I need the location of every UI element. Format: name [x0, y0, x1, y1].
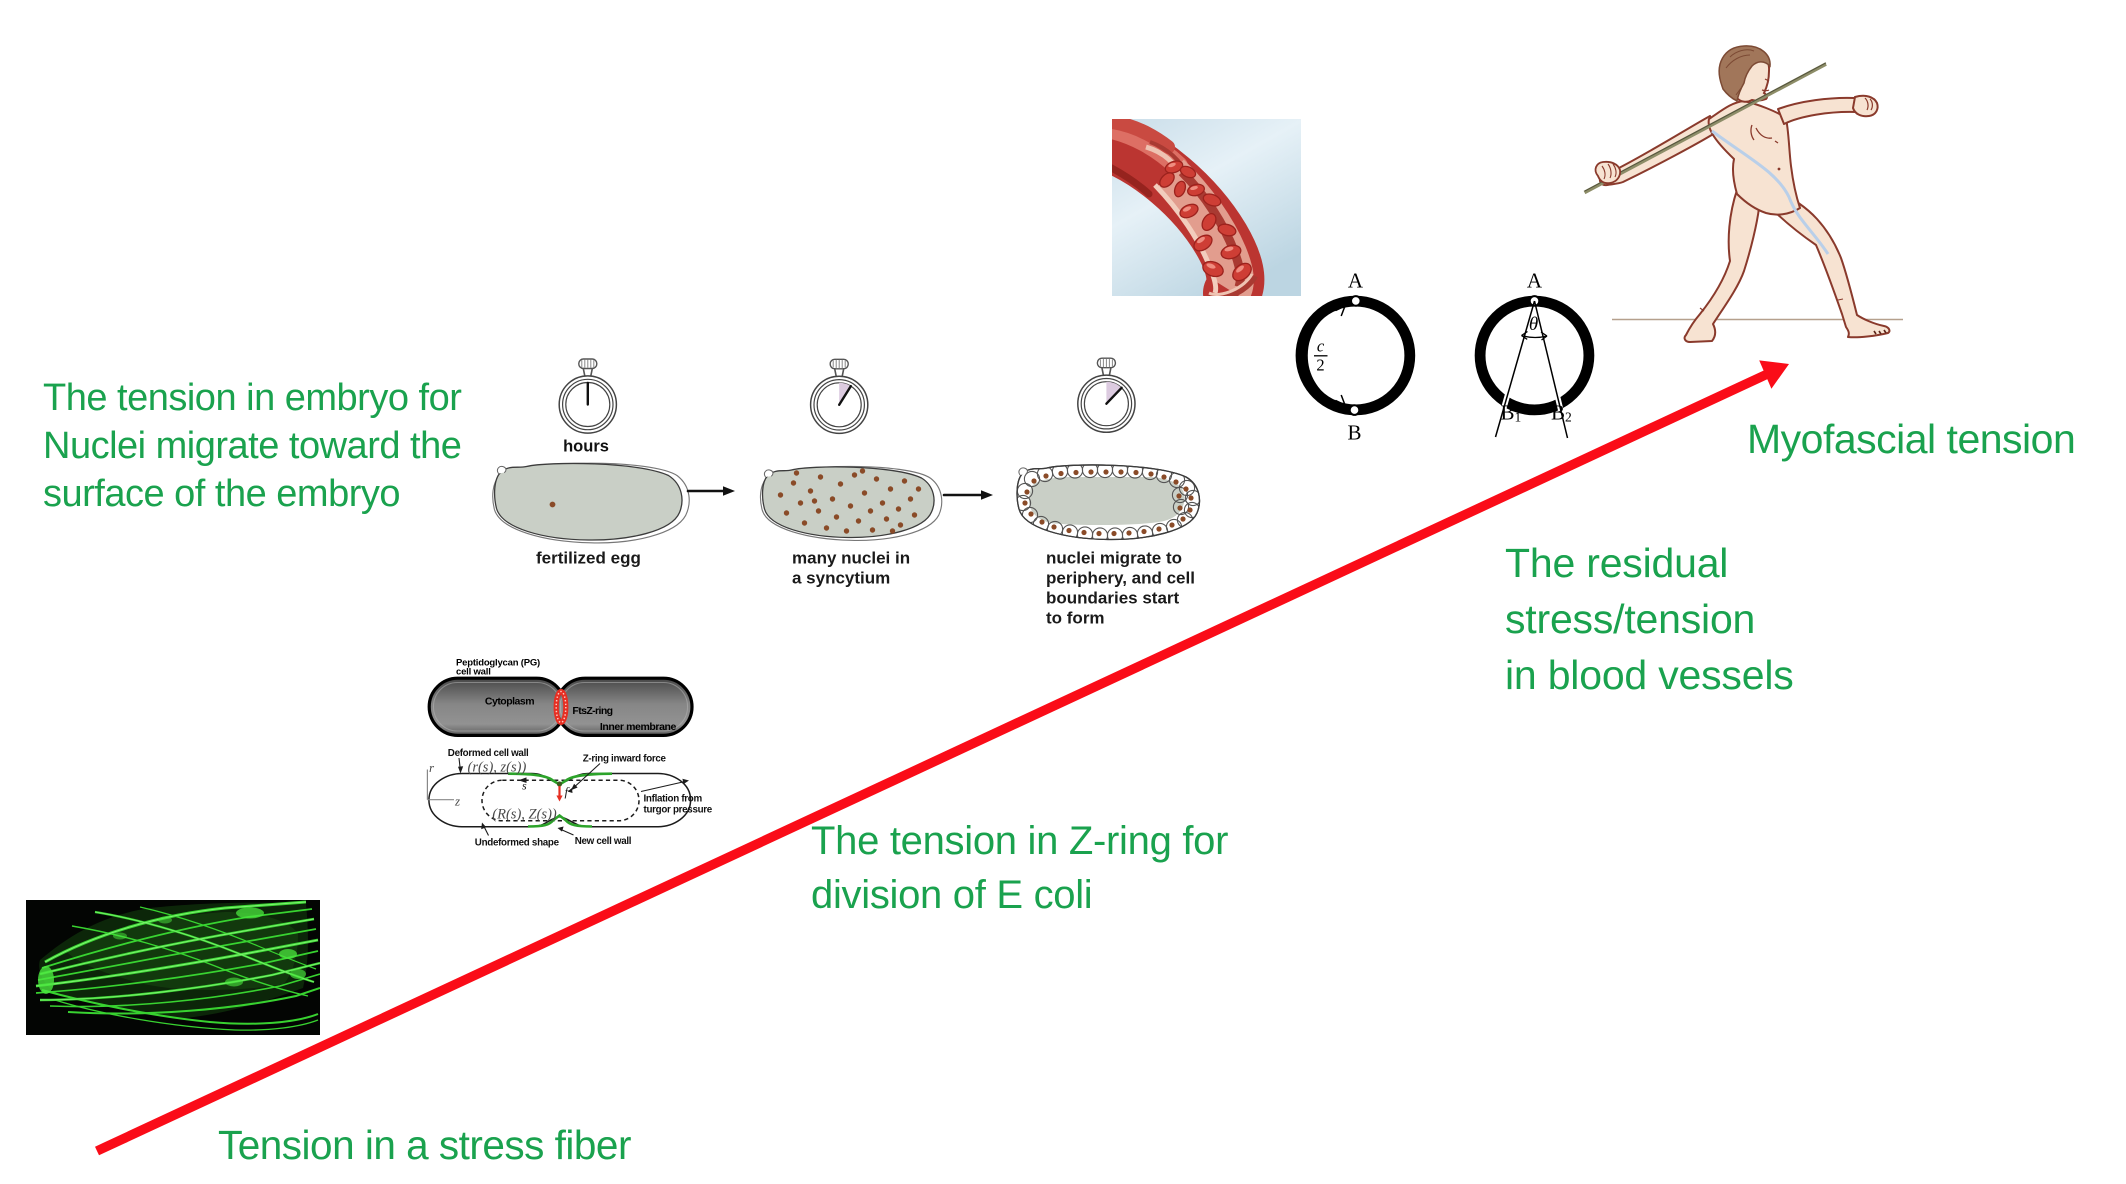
svg-text:c: c [1317, 337, 1325, 356]
svg-text:2: 2 [1565, 410, 1572, 425]
svg-text:FtsZ-ring: FtsZ-ring [572, 705, 612, 717]
svg-text:(r(s), z(s)): (r(s), z(s)) [468, 760, 527, 776]
svg-text:B: B [1501, 401, 1515, 425]
svg-text:a syncytium: a syncytium [792, 569, 890, 588]
svg-text:1: 1 [1515, 410, 1522, 425]
svg-text:Undeformed shape: Undeformed shape [475, 838, 560, 849]
svg-text:A: A [1348, 269, 1364, 293]
svg-text:Z-ring inward force: Z-ring inward force [583, 754, 667, 765]
svg-text:nuclei migrate to: nuclei migrate to [1046, 549, 1182, 568]
svg-text:many nuclei in: many nuclei in [792, 549, 910, 568]
svg-text:2: 2 [1316, 356, 1324, 375]
svg-text:θ: θ [1529, 314, 1538, 335]
svg-text:to form: to form [1046, 609, 1105, 628]
svg-text:fertilized egg: fertilized egg [536, 549, 641, 568]
svg-text:Deformed cell wall: Deformed cell wall [448, 748, 529, 759]
svg-text:z: z [454, 794, 460, 809]
svg-text:hours: hours [563, 438, 609, 456]
svg-text:Cytoplasm: Cytoplasm [485, 696, 534, 708]
svg-text:s: s [522, 779, 527, 793]
svg-text:New cell wall: New cell wall [575, 836, 632, 847]
svg-text:(R(s), Z(s)): (R(s), Z(s)) [492, 807, 557, 823]
svg-text:cell wall: cell wall [456, 667, 491, 678]
svg-text:Peptidoglycan (PG): Peptidoglycan (PG) [456, 658, 540, 669]
svg-text:Inflation from: Inflation from [644, 794, 703, 805]
svg-text:B: B [1551, 401, 1565, 425]
svg-text:B: B [1347, 421, 1361, 445]
svg-text:f: f [565, 784, 571, 799]
svg-text:turgor pressure: turgor pressure [644, 805, 713, 816]
svg-text:A: A [1527, 269, 1543, 293]
svg-text:r: r [429, 760, 435, 775]
svg-text:boundaries start: boundaries start [1046, 589, 1180, 608]
svg-text:Inner membrane: Inner membrane [600, 721, 677, 733]
svg-text:periphery, and cell: periphery, and cell [1046, 569, 1195, 588]
